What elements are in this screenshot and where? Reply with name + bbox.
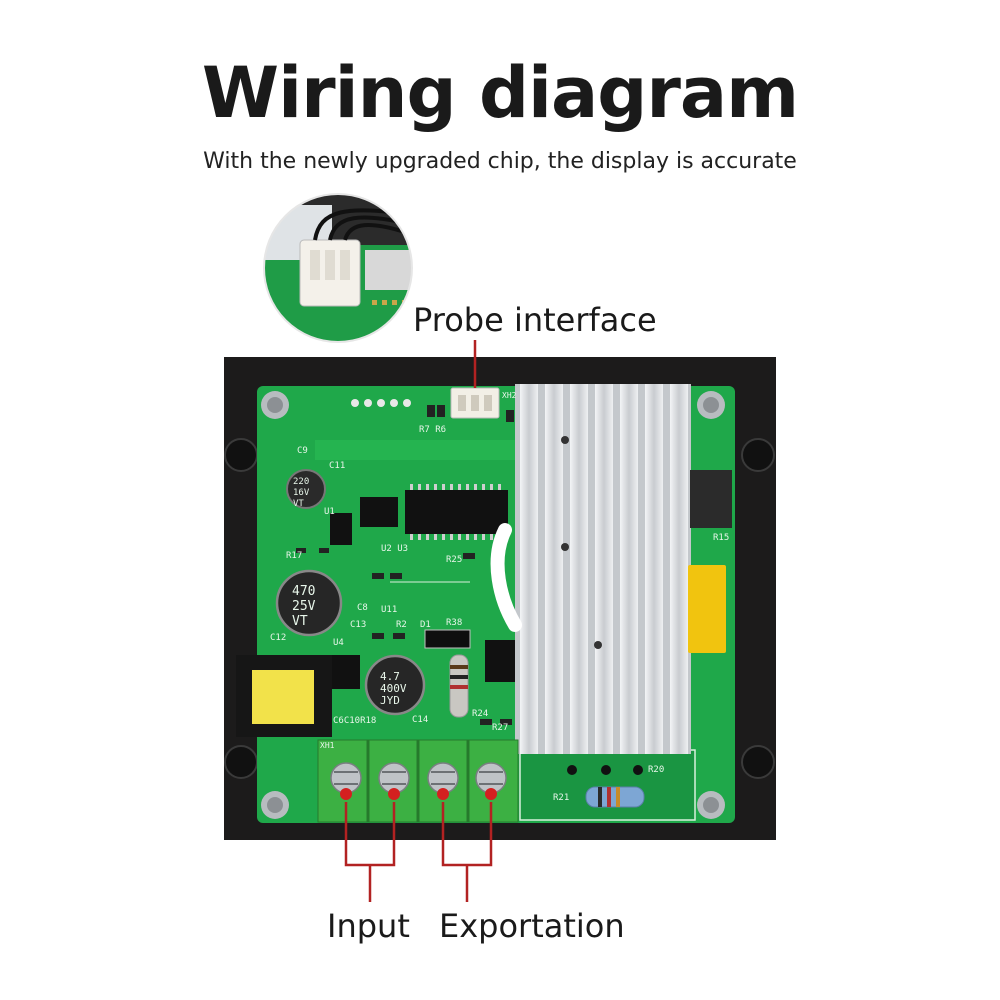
main-ic-chip <box>405 490 508 534</box>
label-r7r6: R7 R6 <box>419 425 446 435</box>
label-r17: R17 <box>286 551 302 561</box>
secondary-ic-chip <box>360 497 398 527</box>
heat-sink <box>490 384 691 754</box>
cap-47-mark-2: 400V <box>380 682 407 695</box>
label-c8: C8 <box>357 603 368 613</box>
display-pads <box>351 399 411 407</box>
label-r20: R20 <box>648 765 664 775</box>
label-r25: R25 <box>446 555 462 565</box>
label-c14: C14 <box>412 715 428 725</box>
label-d1: D1 <box>420 620 431 630</box>
bottom-resistor <box>585 786 645 808</box>
label-r38: R38 <box>446 618 462 628</box>
input-label: Input <box>327 907 410 945</box>
cap-47-mark-1: 4.7 <box>380 670 400 683</box>
label-r21: R21 <box>553 793 569 803</box>
label-r2: R2 <box>396 620 407 630</box>
label-c12: C12 <box>270 633 286 643</box>
exportation-label: Exportation <box>439 907 625 945</box>
label-c11: C11 <box>329 461 345 471</box>
label-u11: U11 <box>381 605 397 615</box>
capacitor-220uf <box>286 469 326 509</box>
label-c13: C13 <box>350 620 366 630</box>
terminal-blocks <box>317 739 519 823</box>
cap-470-mark-2: 25V <box>292 599 316 614</box>
callout-dots <box>340 788 497 800</box>
x2-capacitor <box>688 565 726 653</box>
transformer <box>236 655 332 737</box>
callout-lines <box>344 340 493 902</box>
vertical-resistor <box>449 654 469 718</box>
label-c6c10r18: C6C10R18 <box>333 716 376 726</box>
label-r27: R27 <box>492 723 508 733</box>
label-u4: U4 <box>333 638 344 648</box>
probe-interface-label: Probe interface <box>413 301 657 339</box>
label-c9: C9 <box>297 446 308 456</box>
cap-470-mark-3: VT <box>292 614 308 629</box>
label-r24: R24 <box>472 709 488 719</box>
label-r15: R15 <box>713 533 729 543</box>
label-xh2: XH2 <box>502 391 517 400</box>
cap-220-mark-2: 16V <box>293 488 310 498</box>
cap-47-mark-3: JYD <box>380 694 400 707</box>
cap-220-mark-3: VT <box>293 499 304 509</box>
page-title: Wiring diagram <box>201 52 799 134</box>
capacitor-4-7uf <box>364 654 426 716</box>
label-u1: U1 <box>324 507 335 517</box>
frame-mount-holes <box>224 438 775 779</box>
cap-470-mark-1: 470 <box>292 584 315 599</box>
heat-sink-pins <box>567 765 643 775</box>
buzzer <box>690 470 732 528</box>
cap-220-mark-1: 220 <box>293 477 309 487</box>
label-xh1: XH1 <box>320 741 335 750</box>
capacitor-470uf <box>275 569 343 637</box>
connector-zoom-inset <box>263 193 413 343</box>
label-u2u3: U2 U3 <box>381 544 408 554</box>
page-subtitle: With the newly upgraded chip, the displa… <box>203 149 797 174</box>
pcb-screws <box>261 391 725 819</box>
